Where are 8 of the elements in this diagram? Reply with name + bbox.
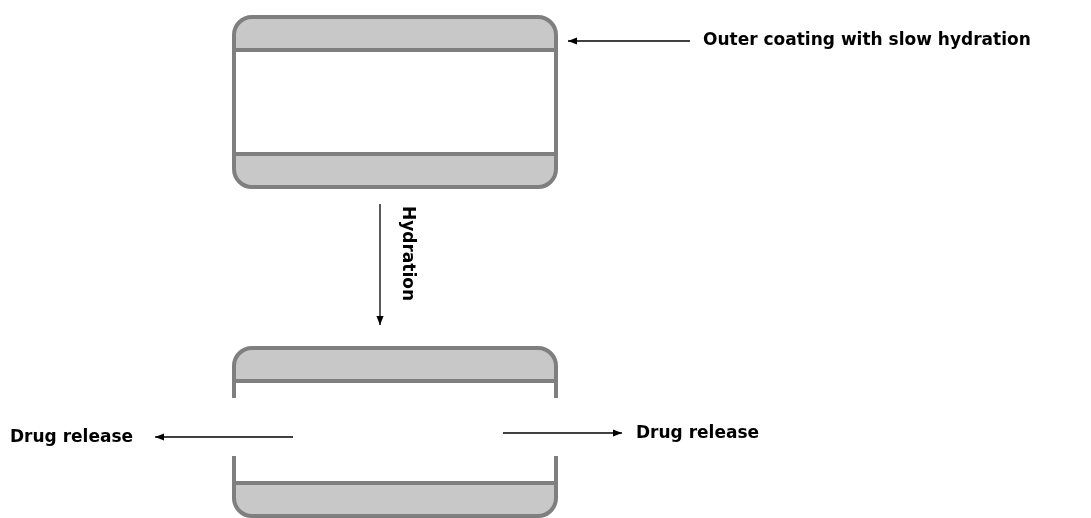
arrow [376, 203, 384, 326]
callout-text: Outer coating with slow hydration [703, 29, 1031, 49]
arrow [567, 37, 691, 45]
callout-text: Drug release [636, 422, 760, 442]
edge-label: Hydration [399, 206, 419, 302]
arrow [154, 433, 294, 441]
arrow [502, 429, 623, 437]
callout-text: Drug release [10, 426, 134, 446]
